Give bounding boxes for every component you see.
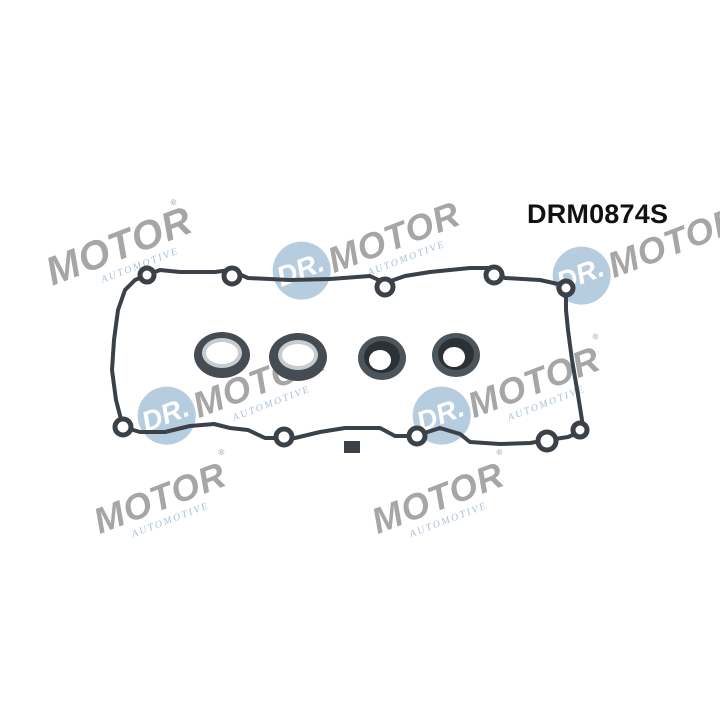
valve-cover-gasket [110,266,586,446]
gasket-bolt-eyelets [112,264,590,453]
tube-seal [269,333,327,381]
eyelet [483,264,505,286]
gasket-tab [344,441,360,453]
tube-seal [194,332,250,378]
product-sku: DRM0874S [527,199,669,229]
eyelet [374,276,396,298]
eyelet [556,278,576,298]
eyelet [273,426,295,448]
eyelet [570,420,590,440]
eyelet [221,265,243,287]
tube-seal [432,333,480,377]
tube-seal [358,336,406,380]
eyelet [137,265,157,285]
eyelet [535,429,559,453]
eyelet [112,416,134,438]
eyelet [406,425,428,447]
